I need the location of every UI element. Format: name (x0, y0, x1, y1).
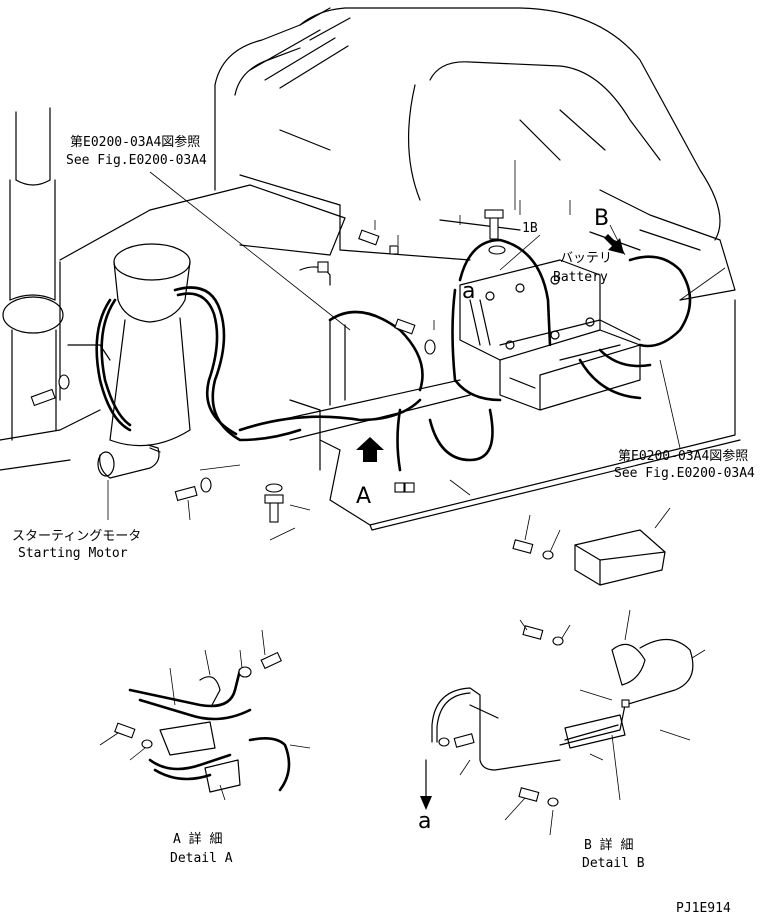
reference-label-right-jp: 第E0200-03A4図参照 (618, 448, 748, 464)
detail-a-drawing (99, 629, 311, 801)
battery-label-en: Battery (553, 270, 608, 285)
reference-label-right: 第E0200-03A4図参照 See Fig.E0200-03A4 (614, 448, 755, 481)
detail-a-caption-jp: A 詳 細 (173, 831, 222, 847)
detail-b-caption: B 詳 細 Detail B (582, 837, 645, 871)
reference-label-top-en: See Fig.E0200-03A4 (66, 153, 207, 168)
reference-label-right-en: See Fig.E0200-03A4 (614, 466, 755, 481)
detail-a-caption-en: Detail A (170, 851, 233, 866)
detail-b-caption-en: Detail B (582, 856, 645, 871)
detail-b-drawing (420, 609, 706, 836)
exhaust-stack (2, 107, 64, 441)
view-letter-a: A (356, 484, 371, 509)
view-letter-b: B (594, 206, 609, 231)
starting-motor-label: スターティングモータ Starting Motor (12, 529, 141, 561)
leader-lines-main (107, 160, 726, 541)
detail-b-caption-jp: B 詳 細 (584, 837, 633, 853)
connector-label-a-bottom: a (418, 809, 431, 834)
detail-a-caption: A 詳 細 Detail A (170, 831, 233, 866)
detail-b-bracket (512, 507, 671, 586)
battery-label: バッテリ Battery (553, 251, 612, 285)
reference-label-top: 第E0200-03A4図参照 See Fig.E0200-03A4 (66, 134, 207, 168)
connector-label-a-top: a (462, 279, 475, 304)
main-fasteners (30, 209, 506, 523)
starting-motor-label-en: Starting Motor (18, 546, 128, 561)
starting-motor-label-jp: スターティングモータ (12, 529, 141, 544)
callout-1b: 1B (522, 221, 538, 236)
reference-label-top-jp: 第E0200-03A4図参照 (70, 134, 200, 150)
view-arrow-b (604, 234, 624, 254)
battery-box (459, 259, 641, 411)
battery-label-jp: バッテリ (560, 251, 612, 266)
view-arrow-a (356, 437, 384, 462)
drawing-number: PJ1E914 (676, 901, 731, 915)
starting-motor (67, 344, 161, 479)
